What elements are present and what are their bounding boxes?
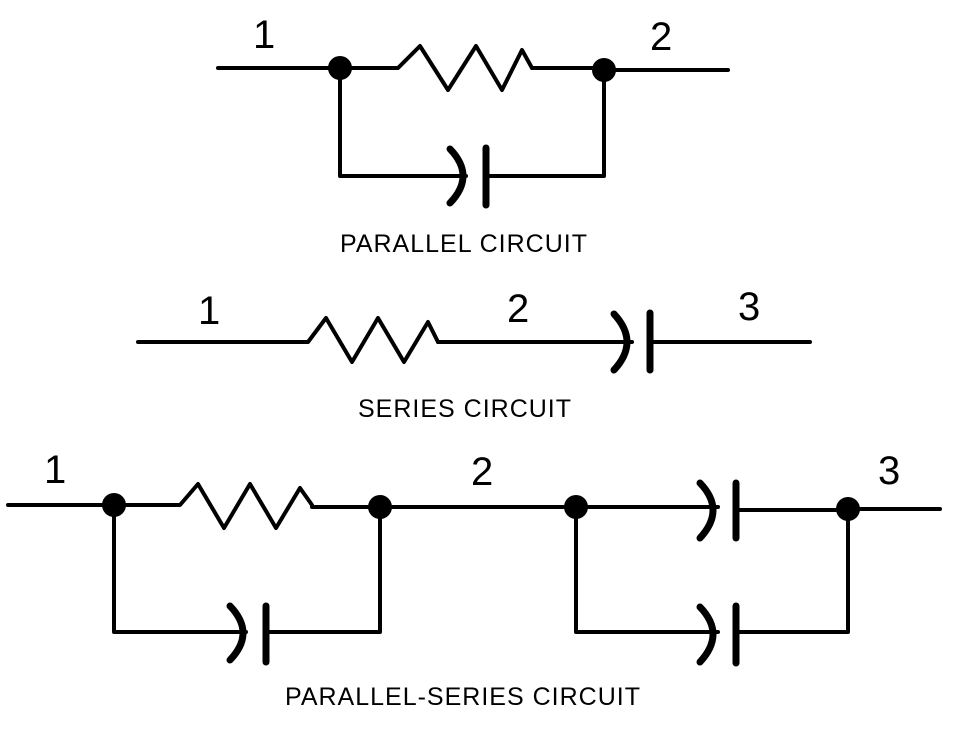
series-capacitor-curved-plate <box>610 310 631 374</box>
parallel-series-node-label-3: 3 <box>878 449 900 493</box>
parallel-series-capacitor-lower-curved-plate <box>696 603 717 666</box>
parallel-series-junction-dot <box>102 493 126 517</box>
parallel-caption: PARALLEL CIRCUIT <box>340 230 588 258</box>
series-node-label-1: 1 <box>198 289 220 333</box>
parallel-circuit: 1 2 PARALLEL CIRCUIT <box>216 13 730 258</box>
series-node-label-2: 2 <box>507 287 529 331</box>
parallel-series-right-branch-right <box>734 507 850 634</box>
parallel-series-capacitor-upper-curved-plate <box>696 479 717 542</box>
parallel-series-capacitor-left-curved-plate <box>226 602 247 664</box>
series-caption: SERIES CIRCUIT <box>358 395 572 423</box>
parallel-node-label-1: 1 <box>253 13 275 57</box>
parallel-series-node-label-2: 2 <box>471 450 493 494</box>
parallel-lower-branch-right <box>484 68 606 178</box>
parallel-junction-dot <box>328 56 352 80</box>
parallel-series-caption: PARALLEL-SERIES CIRCUIT <box>285 683 641 711</box>
parallel-capacitor-curved-plate <box>446 145 467 207</box>
parallel-series-resistor <box>170 482 314 530</box>
parallel-lower-branch-left <box>338 66 468 178</box>
parallel-series-junction-dot <box>368 495 392 519</box>
parallel-series-left-branch-left <box>112 503 248 634</box>
parallel-series-left-branch-right <box>264 505 382 634</box>
parallel-junction-dot <box>592 58 616 82</box>
series-node-label-3: 3 <box>738 285 760 329</box>
series-circuit: 1 2 3 SERIES CIRCUIT <box>136 285 812 423</box>
parallel-resistor <box>390 44 534 92</box>
parallel-node-label-2: 2 <box>650 15 672 59</box>
parallel-series-junction-dot <box>836 497 860 521</box>
parallel-series-circuit: 1 2 3 PARALLEL-SERIES CIRCUIT <box>6 448 942 711</box>
series-resistor <box>298 316 440 364</box>
parallel-series-node-label-1: 1 <box>44 448 66 492</box>
parallel-series-junction-dot <box>564 495 588 519</box>
parallel-series-right-branch-left <box>574 505 720 634</box>
